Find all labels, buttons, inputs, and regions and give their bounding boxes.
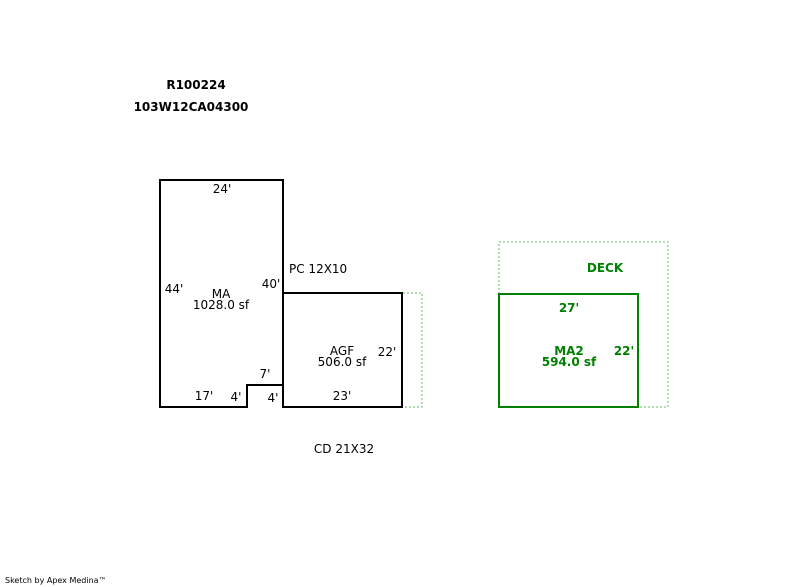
ma-area: 1028.0 sf (193, 298, 250, 312)
ma2-area: 594.0 sf (542, 355, 597, 369)
garage-area: 506.0 sf (318, 355, 367, 369)
covered-deck-label: CD 21X32 (314, 442, 374, 456)
deck-label: DECK (587, 261, 624, 275)
garage-dim-bottom: 23' (333, 389, 352, 403)
ma-dim-notch-right: 4' (268, 391, 279, 405)
map-number: 103W12CA04300 (134, 100, 249, 114)
ma2-outline (498, 293, 639, 408)
footer-credit: Sketch by Apex Medina™ (5, 576, 107, 585)
ma-name: MA (212, 287, 231, 301)
garage-name: AGF (330, 344, 354, 358)
ma-dim-right: 40' (262, 277, 281, 291)
ma2-dim-top: 27' (559, 301, 579, 315)
ma2-dim-right: 22' (614, 344, 634, 358)
main-area-outline (159, 179, 284, 408)
ma-dim-left: 44' (165, 282, 184, 296)
parcel-id: R100224 (166, 78, 225, 92)
deck-dotted-outline (498, 241, 669, 408)
ma-dim-top: 24' (213, 182, 232, 196)
porch-label: PC 12X10 (289, 262, 347, 276)
garage-dim-right: 22' (378, 345, 397, 359)
ma-dim-bottom: 17' (195, 389, 214, 403)
ma-dim-notch-top: 7' (260, 367, 271, 381)
ma-dim-notch-left: 4' (231, 390, 242, 404)
ma2-name: MA2 (554, 344, 584, 358)
garage-outline (282, 292, 403, 408)
